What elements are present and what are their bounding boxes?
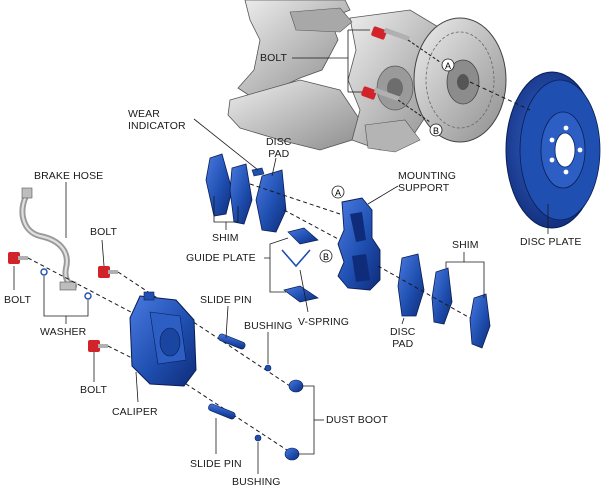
label-bolt-bottom: BOLT — [80, 384, 108, 396]
caliper — [129, 291, 197, 387]
washer-icon — [84, 292, 92, 300]
brake-hose — [19, 187, 77, 291]
label-bolt-top: BOLT — [260, 52, 288, 64]
label-shim-right: SHIM — [452, 239, 479, 251]
label-bolt-left: BOLT — [4, 294, 32, 306]
bushing-icon — [264, 364, 272, 372]
label-wear-indicator: WEAR INDICATOR — [128, 108, 186, 132]
disc-plate — [505, 71, 601, 229]
guide-plate — [283, 227, 319, 303]
marker-b-lower: B — [323, 252, 329, 262]
label-washer: WASHER — [40, 326, 87, 338]
label-slide-pin-bottom: SLIDE PIN — [190, 458, 242, 470]
label-bushing-top: BUSHING — [244, 320, 293, 332]
bushing-icon — [254, 434, 262, 442]
marker-a-upper: A — [445, 61, 451, 71]
dust-boot-icon — [288, 379, 304, 393]
slide-pin-top — [218, 333, 246, 350]
label-slide-pin-top: SLIDE PIN — [200, 294, 252, 306]
label-shim-left: SHIM — [212, 232, 239, 244]
bolt-icon — [371, 26, 410, 42]
marker-b-upper: B — [433, 126, 439, 136]
label-disc-pad-bottom: DISC PAD — [390, 326, 416, 350]
bolt-icon — [98, 266, 118, 278]
shim-left-pair — [205, 153, 253, 225]
dust-boot-icon — [284, 447, 300, 461]
wear-indicator — [251, 167, 265, 177]
washer-icon — [40, 268, 48, 276]
label-v-spring: V-SPRING — [298, 316, 349, 328]
label-bushing-bottom: BUSHING — [232, 476, 281, 488]
marker-a-lower: A — [335, 188, 341, 198]
bolt-icon — [361, 86, 400, 102]
shim-right-pair — [431, 267, 491, 349]
hub-backing-plate — [413, 17, 507, 143]
bolt-icon — [88, 340, 108, 352]
label-caliper: CALIPER — [112, 406, 158, 418]
bolt-icon — [8, 252, 28, 264]
label-bolt-mid: BOLT — [90, 226, 118, 238]
v-spring — [281, 249, 311, 268]
label-disc-plate: DISC PLATE — [520, 236, 582, 248]
label-guide-plate: GUIDE PLATE — [186, 252, 256, 264]
disc-pad-top — [255, 169, 287, 233]
slide-pin-bottom — [208, 403, 236, 420]
label-brake-hose: BRAKE HOSE — [34, 170, 104, 182]
label-mounting-support: MOUNTING SUPPORT — [398, 170, 456, 194]
label-disc-pad-top: DISC PAD — [266, 136, 292, 160]
mounting-support — [337, 197, 381, 291]
steering-knuckle-assembly — [227, 0, 446, 153]
label-dust-boot: DUST BOOT — [326, 414, 388, 426]
